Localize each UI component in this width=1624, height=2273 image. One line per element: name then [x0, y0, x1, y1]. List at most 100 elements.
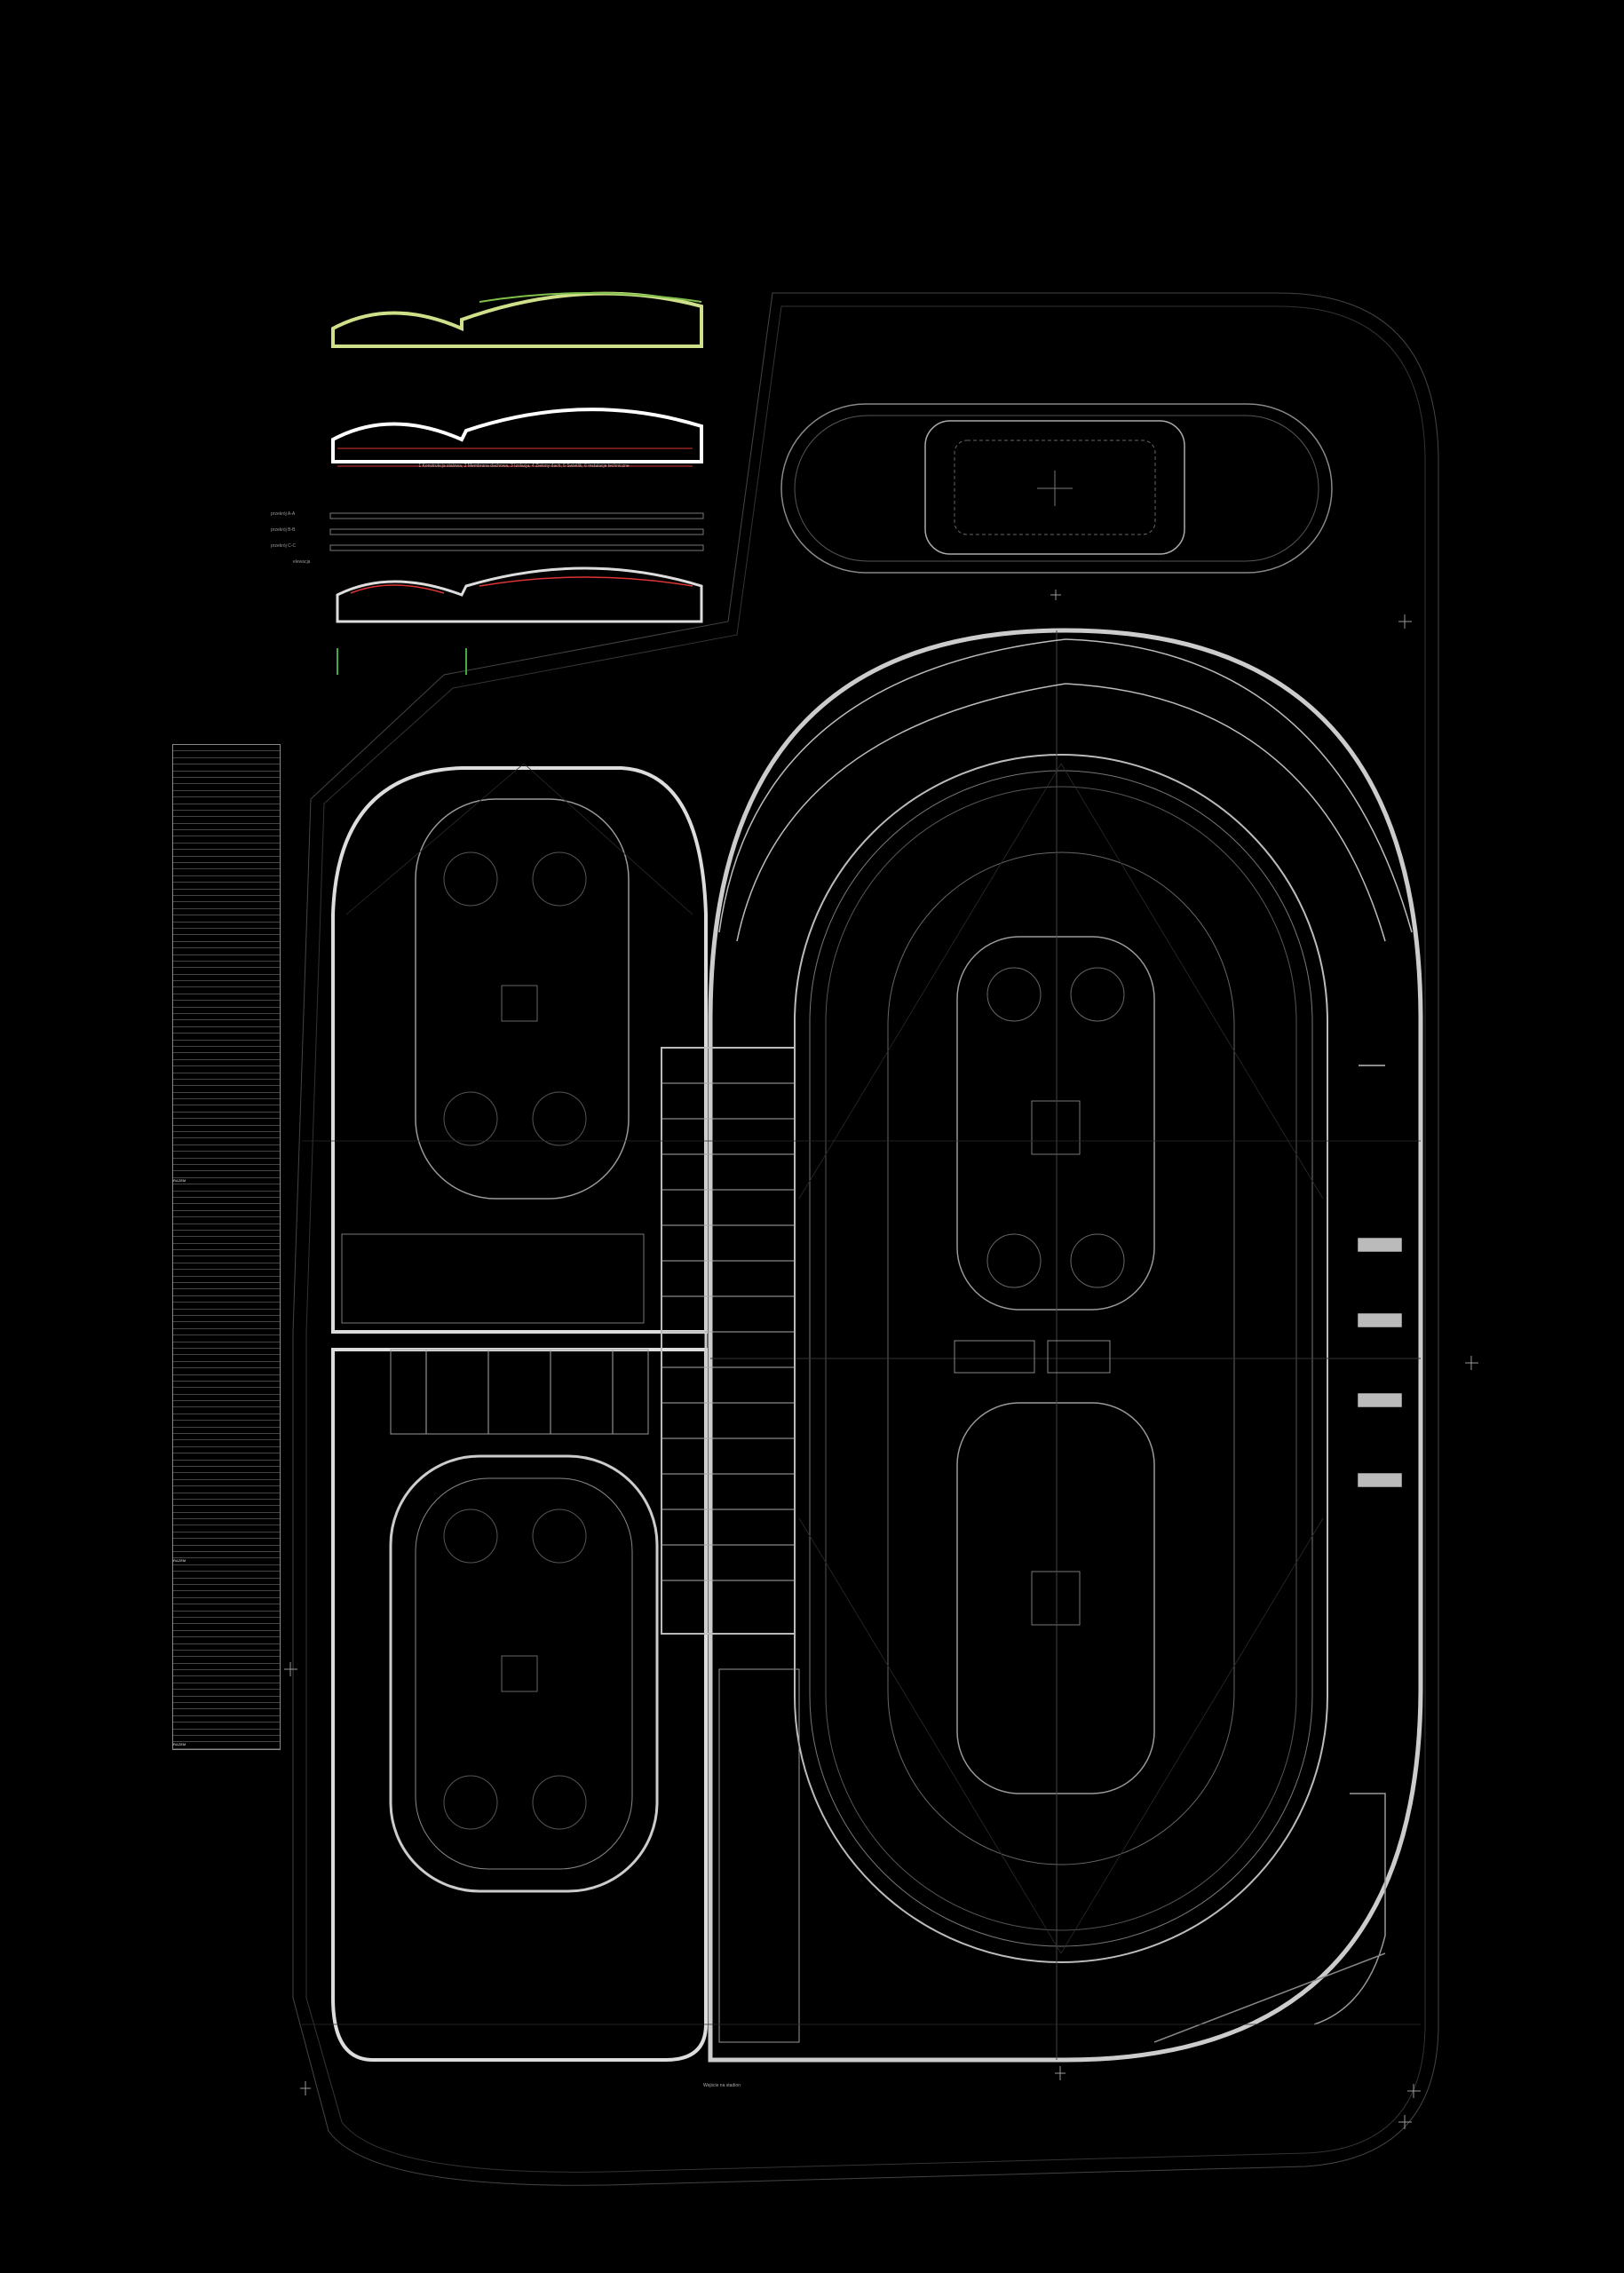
table-total-row: RAZEM: [173, 1178, 280, 1185]
room-name-cell: [173, 1250, 244, 1255]
room-area-cell: [244, 1217, 280, 1223]
room-area-cell: [244, 772, 280, 777]
table-row: [173, 1080, 280, 1087]
room-name-cell: [173, 1184, 244, 1190]
room-area-cell: [244, 1631, 280, 1636]
room-area-cell: [244, 1461, 280, 1466]
room-name-cell: [173, 1099, 244, 1105]
room-area-cell: [244, 902, 280, 907]
room-area-cell: [244, 824, 280, 829]
room-area-cell: [244, 1204, 280, 1209]
table-row: [173, 909, 280, 916]
room-area-cell: [244, 1447, 280, 1453]
table-row: [173, 1224, 280, 1231]
room-name-cell: [173, 1138, 244, 1144]
table-row: [173, 1303, 280, 1310]
table-row: [173, 1355, 280, 1362]
room-area-cell: [244, 1401, 280, 1406]
table-row: [173, 1579, 280, 1585]
table-row: [173, 1565, 280, 1572]
section-legend-note: 1 Konstrukcja stalowa, 2 Membrana dachow…: [418, 463, 630, 469]
room-name-cell: [173, 1500, 244, 1505]
room-name-cell: [173, 772, 244, 777]
room-area-cell: [244, 1375, 280, 1381]
room-name-cell: [173, 1034, 244, 1039]
ice-rink-lower: [331, 1348, 708, 2062]
table-row: [173, 1736, 280, 1743]
room-name-cell: [173, 962, 244, 967]
table-row: [173, 1604, 280, 1612]
room-name-cell: [173, 791, 244, 796]
room-area-cell: [244, 1676, 280, 1682]
table-row: [173, 1198, 280, 1205]
table-row: [173, 1171, 280, 1178]
room-name-cell: [173, 830, 244, 836]
table-row: [173, 1159, 280, 1165]
table-row: [173, 1519, 280, 1526]
room-area-cell: [244, 1421, 280, 1426]
table-row: [173, 987, 280, 994]
room-name-cell: [173, 1041, 244, 1046]
room-name-cell: [173, 1375, 244, 1381]
table-row: [173, 797, 280, 804]
table-row: [173, 811, 280, 818]
room-area-cell: [244, 1192, 280, 1197]
room-name-cell: [173, 1697, 244, 1702]
table-row: [173, 751, 280, 758]
room-name-cell: [173, 1008, 244, 1013]
table-row: [173, 896, 280, 903]
entry-note: Wejście na stadion: [703, 2083, 741, 2088]
table-row: [173, 1093, 280, 1100]
outdoor-track: [780, 403, 1333, 574]
section-label-b: przekrój B-B: [271, 527, 296, 533]
room-area-cell: [244, 1703, 280, 1708]
room-name-cell: [173, 1053, 244, 1058]
room-name-cell: [173, 1270, 244, 1275]
room-name-cell: [173, 1428, 244, 1433]
table-row: [173, 836, 280, 843]
room-area-cell: [244, 764, 280, 770]
room-area-cell: [244, 863, 280, 868]
room-name-cell: [173, 935, 244, 940]
room-name-cell: [173, 1283, 244, 1288]
room-area-cell: [244, 948, 280, 954]
room-area-cell: [244, 1073, 280, 1079]
room-name-cell: [173, 1159, 244, 1164]
room-area-cell: [244, 1624, 280, 1629]
table-row: [173, 1395, 280, 1402]
room-name-cell: [173, 1303, 244, 1308]
room-area-cell: [244, 1355, 280, 1360]
table-row: [173, 1099, 280, 1106]
table-row: [173, 1473, 280, 1480]
room-area-cell: [244, 1277, 280, 1282]
room-area-cell: [244, 1500, 280, 1505]
room-name-cell: [173, 1421, 244, 1426]
room-area-cell: [244, 1034, 280, 1039]
table-row: [173, 1296, 280, 1303]
room-area-cell: [244, 1683, 280, 1689]
room-name-cell: [173, 824, 244, 829]
room-area-cell: [244, 1697, 280, 1702]
room-area-cell: [244, 1723, 280, 1728]
table-row: [173, 817, 280, 824]
room-area-cell: [244, 1289, 280, 1295]
room-name-cell: [173, 1723, 244, 1728]
room-area-cell: [244, 909, 280, 915]
room-name-cell: [173, 1198, 244, 1203]
room-name-cell: [173, 994, 244, 1000]
room-name-cell: [173, 1355, 244, 1360]
room-name-cell: [173, 1349, 244, 1354]
table-row: [173, 1690, 280, 1697]
room-area-cell: [244, 857, 280, 862]
table-row: [173, 1591, 280, 1598]
room-area-cell: [244, 869, 280, 875]
table-row: [173, 804, 280, 811]
room-area-cell: [244, 1053, 280, 1058]
table-row: [173, 1513, 280, 1520]
table-row: [173, 1612, 280, 1618]
room-name-cell: [173, 1086, 244, 1091]
room-name-cell: [173, 1651, 244, 1656]
table-row: [173, 1073, 280, 1080]
room-area-cell: [244, 1572, 280, 1577]
room-name-cell: [173, 1237, 244, 1242]
